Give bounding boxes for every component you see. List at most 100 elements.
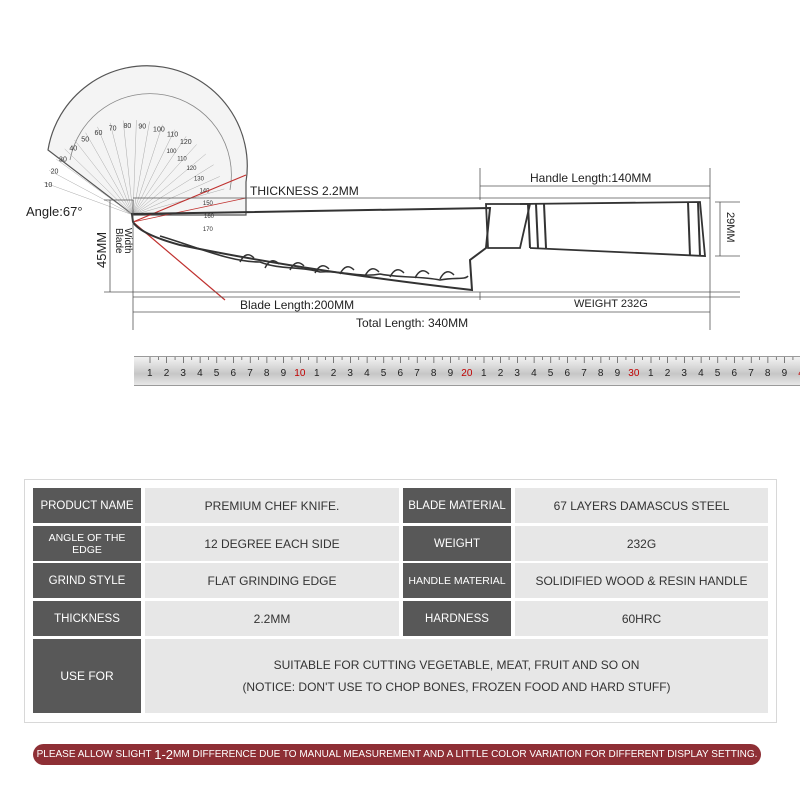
protractor-inner-tick-label: 170 — [203, 227, 214, 233]
blade-material-label: BLADE MATERIAL — [403, 488, 511, 523]
grind-style-value: FLAT GRINDING EDGE — [145, 563, 399, 598]
blade-length-label: Blade Length:200MM — [240, 298, 354, 312]
use-for-label: USE FOR — [33, 639, 141, 713]
product-name-label: PRODUCT NAME — [33, 488, 141, 523]
ruler-number: 6 — [565, 368, 571, 379]
protractor-outer-tick-label: 110 — [167, 131, 178, 138]
ruler-number: 9 — [615, 368, 621, 379]
protractor-spoke — [64, 148, 134, 216]
protractor-spoke — [56, 158, 134, 216]
ruler-number: 3 — [180, 368, 186, 379]
notice-text-highlight: 1-2 — [154, 747, 174, 762]
protractor-spoke — [49, 170, 134, 216]
ruler-number: 7 — [581, 368, 587, 379]
protractor-outer-tick-label: 60 — [95, 130, 103, 137]
handle-material-value: SOLIDIFIED WOOD & RESIN HANDLE — [515, 563, 768, 598]
protractor-inner-tick-label: 100 — [167, 149, 178, 155]
protractor-outer-tick-label: 50 — [81, 137, 89, 144]
weight-spec-value: 232G — [515, 526, 768, 561]
use-for-line-2: (NOTICE: DON'T USE TO CHOP BONES, FROZEN… — [242, 680, 671, 694]
ruler-number: 6 — [231, 368, 237, 379]
ruler-number: 9 — [281, 368, 287, 379]
protractor-outer-tick-label: 90 — [138, 123, 146, 130]
ruler-number: 8 — [431, 368, 437, 379]
protractor-spoke — [132, 164, 214, 216]
protractor-inner-tick-label: 150 — [203, 201, 214, 207]
product-name-value: PREMIUM CHEF KNIFE. — [145, 488, 399, 523]
ruler-number: 5 — [381, 368, 387, 379]
ruler-number: 4 — [698, 368, 704, 379]
ruler-number: 3 — [347, 368, 353, 379]
protractor-inner-tick-label: 160 — [204, 214, 215, 220]
notice-text-before: PLEASE ALLOW SLIGHT — [36, 749, 155, 760]
protractor-spoke — [132, 188, 225, 216]
knife-outline — [130, 201, 706, 292]
thickness-spec-label: THICKNESS — [33, 601, 141, 636]
protractor-spoke — [132, 124, 163, 216]
ruler-number: 3 — [514, 368, 520, 379]
protractor-spoke — [132, 121, 150, 216]
protractor-outer-tick-label: 30 — [59, 156, 67, 163]
protractor-spoke — [132, 120, 137, 216]
blade-width-label: 45MM — [94, 232, 109, 268]
ruler-number: 4 — [364, 368, 370, 379]
ruler-number: 4 — [531, 368, 537, 379]
angle-line-3 — [132, 197, 247, 223]
grind-style-label: GRIND STYLE — [33, 563, 141, 598]
notice-text-after: MM DIFFERENCE DUE TO MANUAL MEASUREMENT … — [173, 749, 758, 760]
ruler-number: 2 — [164, 368, 170, 379]
hardness-label: HARDNESS — [403, 601, 511, 636]
protractor-outer-tick-label: 20 — [51, 169, 59, 176]
ruler-number: 1 — [481, 368, 487, 379]
hardness-value: 60HRC — [515, 601, 768, 636]
protractor-spoke — [132, 176, 220, 216]
angle-label: Angle:67° — [26, 204, 83, 219]
ruler-number: 1 — [648, 368, 654, 379]
blade-width-caption-2: Width — [122, 228, 133, 254]
protractor-spoke — [132, 136, 187, 216]
handle-length-label: Handle Length:140MM — [530, 171, 651, 185]
protractor-inner-tick-label: 110 — [177, 157, 187, 163]
handle-height-label: 29MM — [724, 212, 736, 243]
ruler-number: 4 — [197, 368, 203, 379]
ruler-number: 8 — [264, 368, 270, 379]
protractor-spoke — [74, 139, 134, 216]
ruler-number: 7 — [247, 368, 253, 379]
thickness-spec-value: 2.2MM — [145, 601, 399, 636]
protractor-outer-tick-label: 120 — [180, 139, 192, 146]
ruler-number: 20 — [461, 368, 473, 379]
protractor-inner-tick-label: 130 — [194, 177, 205, 183]
protractor-outer-tick-label: 100 — [153, 126, 165, 133]
ruler-number: 2 — [498, 368, 504, 379]
edge-angle-value: 12 DEGREE EACH SIDE — [145, 526, 399, 561]
blade-material-value: 67 LAYERS DAMASCUS STEEL — [515, 488, 768, 523]
angle-line-2 — [132, 221, 226, 301]
weight-spec-label: WEIGHT — [403, 526, 511, 561]
ruler-number: 6 — [732, 368, 738, 379]
ruler-number: 4 — [798, 368, 800, 379]
ruler-number: 9 — [448, 368, 454, 379]
edge-angle-label: ANGLE OF THE EDGE — [33, 526, 141, 561]
protractor-spoke — [43, 182, 134, 216]
ruler-number: 10 — [294, 368, 306, 379]
ruler-number: 6 — [398, 368, 404, 379]
dimension-lines — [104, 168, 740, 330]
protractor-inner-tick-label: 140 — [199, 188, 210, 194]
protractor-spoke — [132, 144, 197, 216]
ruler-number: 7 — [414, 368, 420, 379]
protractor-spoke — [85, 132, 134, 216]
handle-material-label: HANDLE MATERIAL — [403, 563, 511, 598]
ruler-number: 2 — [665, 368, 671, 379]
ruler-number: 30 — [628, 368, 640, 379]
blade-width-caption-1: Blade — [113, 228, 124, 254]
protractor-spoke — [122, 120, 134, 216]
protractor-outer-tick-label: 10 — [44, 182, 52, 189]
spec-table: PRODUCT NAME PREMIUM CHEF KNIFE. BLADE M… — [24, 479, 777, 723]
use-for-line-1: SUITABLE FOR CUTTING VEGETABLE, MEAT, FR… — [273, 658, 640, 672]
use-for-value: SUITABLE FOR CUTTING VEGETABLE, MEAT, FR… — [145, 639, 768, 713]
